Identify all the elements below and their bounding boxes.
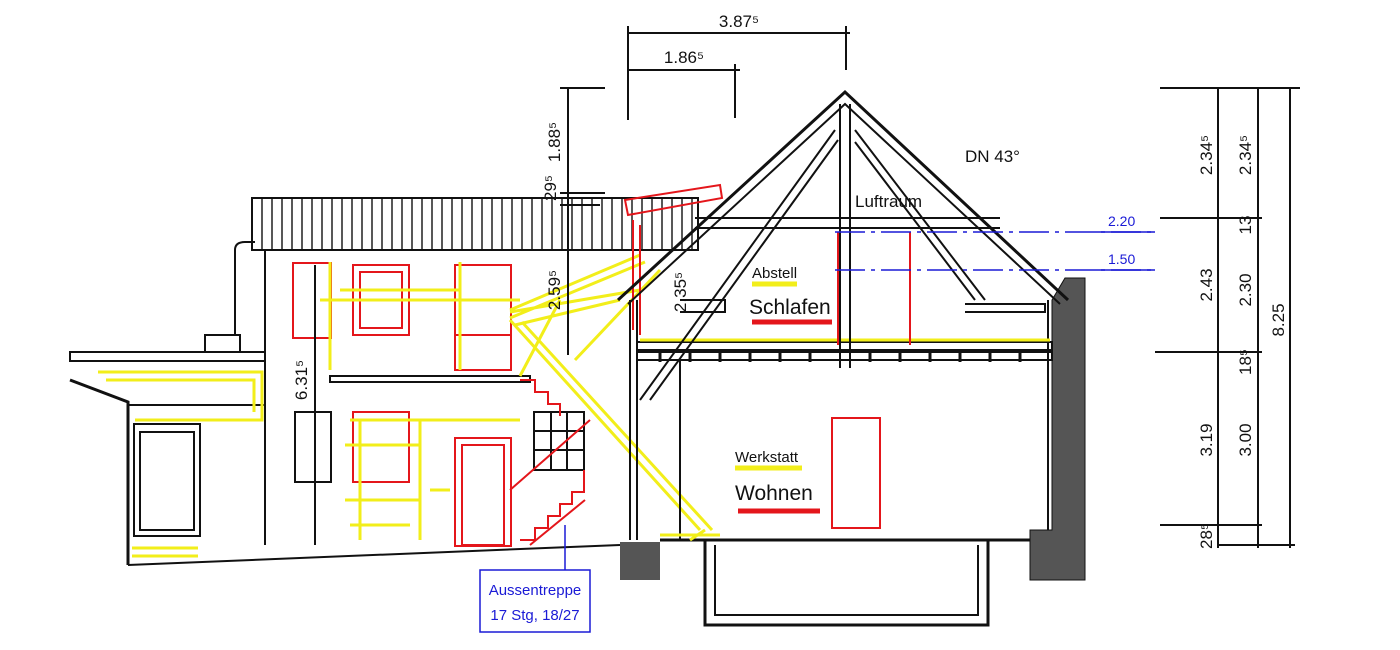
dim-upper-storey: 2.59⁵: [545, 270, 564, 310]
dim-r1-roof: 2.34⁵: [1197, 135, 1216, 175]
room-label-werkstatt: Werkstatt: [735, 449, 799, 466]
dim-r2-upper: 2.30: [1236, 273, 1255, 306]
dim-total-height: 8.25: [1269, 303, 1288, 336]
stair-note-title: Aussentreppe: [489, 582, 582, 599]
dim-roof-thickness: 29⁵: [541, 175, 560, 201]
dim-r2-collar: 13: [1236, 216, 1255, 235]
left-dimensions: 1.88⁵ 29⁵ 2.59⁵ 2.35⁵ 6.31⁵: [292, 87, 690, 545]
right-dimensions: 2.34⁵ 2.43 3.19 28⁵ 2.34⁵ 13 2.30 18⁵ 3.…: [1155, 87, 1300, 549]
dim-r2-ground: 3.00: [1236, 423, 1255, 456]
stair-note-box: [479, 569, 591, 633]
basement: [620, 277, 1086, 627]
dim-r1-slab: 28⁵: [1197, 523, 1216, 549]
dim-r1-ground: 3.19: [1197, 423, 1216, 456]
level-label-upper: 2.20: [1108, 213, 1135, 229]
room-label-wohnen: Wohnen: [735, 482, 813, 505]
dim-roof-height: 1.88⁵: [545, 122, 564, 162]
room-label-abstell: Abstell: [752, 265, 797, 282]
dim-overall-width: 3.87⁵: [719, 12, 759, 31]
main-house: [616, 89, 1155, 542]
room-label-luftraum: Luftraum: [855, 192, 922, 211]
dim-knee-wall: 2.35⁵: [671, 272, 690, 312]
top-dimensions: 3.87⁵ 1.86⁵: [627, 12, 850, 120]
dim-r2-roof: 2.34⁵: [1236, 135, 1255, 175]
dim-partial-width: 1.86⁵: [664, 48, 704, 67]
stair-note-detail: 17 Stg, 18/27: [490, 607, 579, 624]
dim-r2-floor: 18⁵: [1236, 349, 1255, 375]
level-label-lower: 1.50: [1108, 251, 1135, 267]
left-annex: [69, 241, 266, 565]
dim-left-total: 6.31⁵: [292, 360, 311, 400]
external-stair: [508, 183, 724, 546]
room-label-schlafen: Schlafen: [749, 296, 831, 319]
dim-r1-upper: 2.43: [1197, 268, 1216, 301]
roof-pitch-label: DN 43°: [965, 147, 1020, 166]
